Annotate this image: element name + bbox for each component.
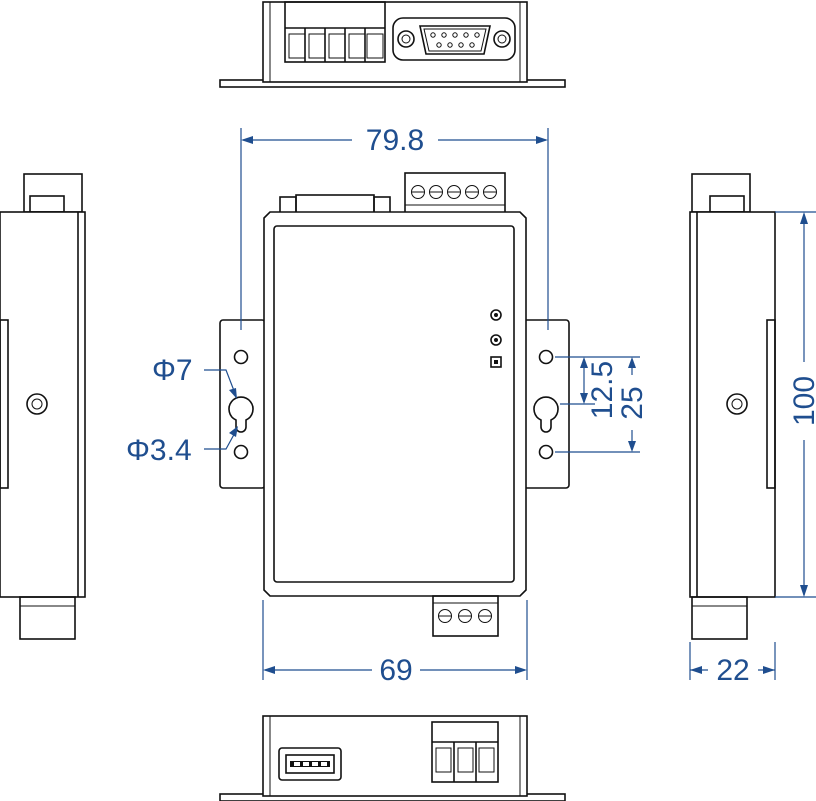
mounting-hole (233, 444, 249, 460)
mounting-hole (538, 349, 554, 365)
bottom-view-body (262, 715, 528, 797)
db9-connector (392, 17, 516, 61)
usb-port (278, 747, 342, 781)
dimension-width-mounting: 79.8 (366, 124, 424, 157)
front-body (263, 211, 527, 597)
front-top-terminal-block (404, 172, 506, 214)
dimension-width-body: 69 (379, 654, 412, 687)
db9-side-shell (295, 194, 375, 215)
led-indicator (490, 334, 502, 346)
ground-screw (26, 393, 48, 415)
keyhole-slot (533, 396, 559, 433)
bottom-terminal-block (431, 721, 499, 783)
dimension-height: 100 (788, 376, 816, 426)
mounting-hole (538, 444, 554, 460)
top-view (219, 1, 566, 88)
dimension-hole-spacing-half: 12.5 (586, 361, 619, 419)
dimension-depth: 22 (716, 654, 749, 687)
top-terminal-block (284, 1, 386, 63)
top-view-body (262, 1, 528, 83)
led-indicator (490, 309, 502, 321)
reset-button (490, 356, 502, 368)
label-hole-diameter: Φ3.4 (126, 434, 192, 467)
front-label-panel (273, 225, 515, 583)
bottom-view (219, 715, 566, 801)
ground-screw (726, 393, 748, 415)
right-bottom-connector (691, 596, 748, 640)
front-view (219, 172, 570, 637)
left-top-connector (23, 173, 83, 213)
label-keyhole-diameter: Φ7 (152, 354, 193, 387)
keyhole-slot (228, 396, 254, 433)
left-side-view (0, 173, 86, 640)
left-side-body (0, 211, 86, 598)
mounting-ear-left (219, 319, 266, 489)
left-bottom-connector (19, 596, 76, 640)
dimension-annotations: 79.8 69 22 100 12.5 (126, 124, 816, 687)
right-top-connector (691, 173, 751, 213)
front-bottom-terminal-block (432, 595, 499, 637)
dimension-hole-spacing-full: 25 (616, 386, 649, 419)
right-side-view (689, 173, 776, 640)
mounting-hole (233, 349, 249, 365)
